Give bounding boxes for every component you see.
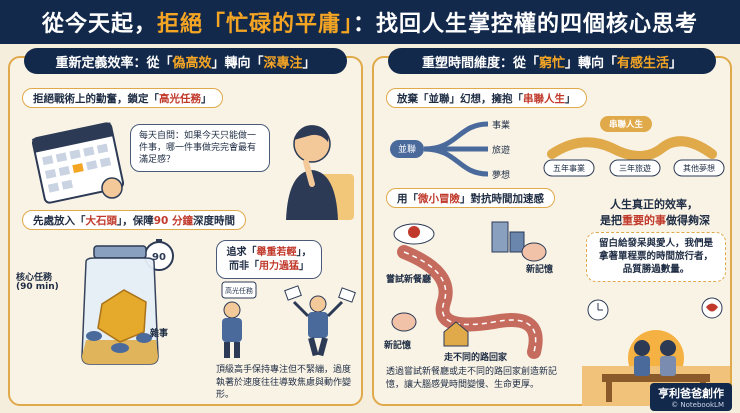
left-panel-title: 重新定義效率：從「偽高效」轉向「深專注」: [24, 48, 347, 74]
svg-text:三年旅遊: 三年旅遊: [619, 163, 651, 173]
svg-text:90: 90: [152, 252, 166, 263]
left-section-1-heading: 拒絕戰術上的勤奮，鎖定「高光任務」: [22, 88, 223, 108]
misc-label: 雜事: [150, 329, 169, 339]
new-memory-label-1: 新記憶: [526, 265, 554, 275]
svg-text:事業: 事業: [492, 119, 510, 131]
new-experiences-path-illustration: [391, 221, 547, 359]
right-panel-title: 重塑時間維度：從「窮忙」轉向「有感生活」: [388, 48, 716, 74]
reflection-bubble: 每天自問：如果今天只能做一件事，哪一件事做完完會最有滿足感？: [130, 124, 270, 173]
serial-life-road-diagram: 串聯人生 五年事業 三年旅遊 其他夢想: [543, 116, 725, 177]
new-route-label: 走不同的路回家: [444, 353, 508, 363]
left-panel: 重新定義效率：從「偽高效」轉向「深專注」 拒絕戰術上的勤奮，鎖定「高光任務」 每…: [8, 48, 363, 406]
calm-vs-stressed-people-icon: 高光任務: [221, 281, 356, 358]
svg-text:其他夢想: 其他夢想: [683, 163, 715, 173]
svg-text:旅遊: 旅遊: [492, 144, 510, 156]
efficiency-quote-line-1: 人生真正的效率，: [610, 198, 698, 211]
page-header: 從今天起，拒絕「忙碌的平庸」：找回人生掌控權的四個核心思考: [0, 0, 740, 44]
new-memory-label-2: 新記憶: [384, 341, 412, 351]
jar-with-big-rock-icon: [81, 245, 159, 365]
svg-text:並聯: 並聯: [398, 143, 416, 155]
thinking-person-icon: [286, 125, 354, 220]
try-restaurant-label: 嘗試新餐廳: [386, 275, 432, 285]
right-section-2-heading: 用「微小冒險」對抗時間加速感: [386, 188, 555, 208]
core-task-time: (90 min): [16, 282, 59, 292]
left-caption: 頂級高手保持專注但不緊繃，過度執著於速度往往導致焦慮與動作變形。: [216, 365, 352, 401]
svg-text:高光任務: 高光任務: [225, 286, 253, 295]
right-panel: 重塑時間維度：從「窮忙」轉向「有感生活」 放棄「並聯」幻想，擁抱「串聯人生」 並…: [372, 48, 732, 406]
svg-text:五年事業: 五年事業: [553, 163, 585, 173]
time-traveler-bubble: 留白給發呆與愛人，我們是拿著單程票的時間旅行者，品質勝過數量。: [586, 232, 726, 283]
parallel-branches-diagram: 並聯 事業 旅遊 夢想: [390, 119, 510, 181]
right-caption: 透過嘗試新餐廳或走不同的路回家創造新記憶，讓大腦感覺時間變慢、生命更厚。: [386, 367, 558, 390]
right-section-1-heading: 放棄「並聯」幻想，擁抱「串聯人生」: [386, 88, 587, 108]
efficiency-quote-line-2: 是把重要的事做得夠深: [600, 214, 710, 227]
svg-text:串聯人生: 串聯人生: [609, 119, 644, 130]
advice-bubble: 追求「舉重若輕」， 而非「用力過猛」: [216, 240, 322, 279]
core-task-label: 核心任務: [16, 273, 53, 283]
calendar-icon: [31, 122, 125, 204]
page-title: 從今天起，拒絕「忙碌的平庸」：找回人生掌控權的四個核心思考: [41, 12, 699, 37]
brand-badge: 亨利爸爸創作 © NotebookLM: [650, 383, 732, 411]
left-section-2-heading: 先處放入「大石頭」，保障 90 分鐘深度時間: [22, 210, 247, 230]
svg-text:夢想: 夢想: [492, 169, 510, 181]
